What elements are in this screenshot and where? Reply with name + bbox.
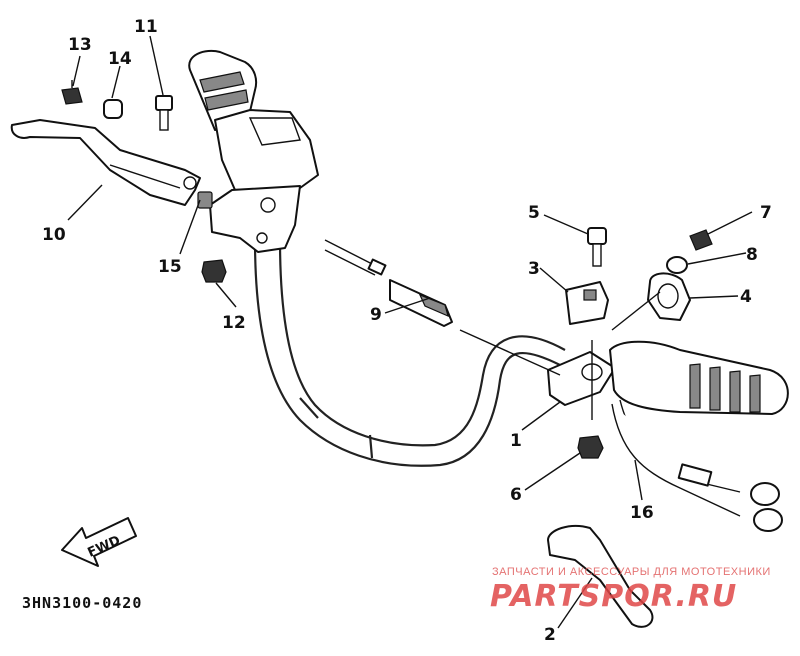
- part-3-switch: [565, 281, 609, 325]
- part-13-bolt: [61, 80, 83, 105]
- part-7-screw: [689, 229, 713, 251]
- callout-12: 12: [222, 313, 246, 333]
- callout-14: 14: [108, 49, 132, 69]
- callout-13: 13: [68, 35, 92, 55]
- part-11-bolt: [155, 95, 173, 131]
- watermark-site: PARTSPOR.RU: [490, 579, 737, 614]
- callout-11: 11: [134, 17, 158, 37]
- callout-16: 16: [630, 503, 654, 523]
- fwd-direction-arrow: FWD: [61, 517, 137, 567]
- callout-3: 3: [528, 259, 540, 279]
- watermark-tagline: ЗАПЧАСТИ И АКСЕССУАРЫ ДЛЯ МОТОТЕХНИКИ: [492, 566, 771, 578]
- handlebar: [253, 239, 566, 467]
- part-10-clutch-lever: [10, 119, 201, 206]
- callout-8: 8: [746, 245, 758, 265]
- callout-7: 7: [760, 203, 772, 223]
- callout-1: 1: [510, 431, 522, 451]
- part-1-bracket: [547, 340, 616, 420]
- part-12-nut: [201, 259, 227, 283]
- callout-6: 6: [510, 485, 522, 505]
- callout-4: 4: [740, 287, 752, 307]
- callout-15: 15: [158, 257, 182, 277]
- part-2-brake-lever: [547, 524, 654, 628]
- callout-10: 10: [42, 225, 66, 245]
- left-grip-assembly: [188, 50, 319, 253]
- watermark: ЗАПЧАСТИ И АКСЕССУАРЫ ДЛЯ МОТОТЕХНИКИ PA…: [490, 566, 771, 614]
- callout-9: 9: [370, 305, 382, 325]
- part-4-clamp: [647, 272, 691, 321]
- part-8-washer: [666, 256, 688, 274]
- part-16-wire-harness: [611, 399, 783, 532]
- right-grip: [609, 340, 789, 415]
- part-14-collar: [103, 99, 123, 119]
- part-5-bolt: [587, 227, 607, 267]
- part-15-spring: [197, 191, 213, 209]
- part-6-nut: [577, 435, 604, 459]
- callout-5: 5: [528, 203, 540, 223]
- part-9-cable-switch: [324, 239, 453, 327]
- callout-labels: 13 14 11 10 15 12 9 3 5 7 8 4 1 6 16 2: [42, 17, 772, 645]
- leader-lines: [67, 35, 753, 629]
- callout-2: 2: [544, 625, 556, 645]
- drawing-code: 3HN3100-0420: [22, 594, 142, 612]
